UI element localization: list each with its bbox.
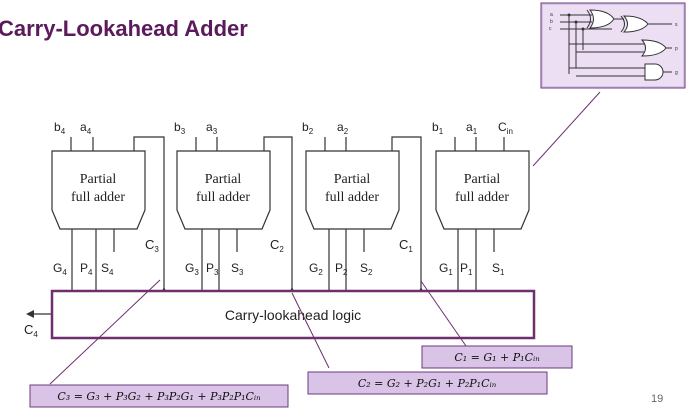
input-cin-label: Cin: [498, 120, 513, 136]
equation-c1-box: C₁ = G₁ + P₁Cᵢₙ: [421, 345, 573, 369]
partial-full-adder-1: Partial full adder: [435, 150, 530, 230]
inset-connector: [532, 91, 601, 167]
equation-c3-box: C₃ = G₃ + P₃G₂ + P₃P₂G₁ + P₃P₂P₁Cᵢₙ: [29, 384, 289, 408]
input-b2-label: b2: [302, 120, 314, 136]
wiring: [26, 136, 505, 318]
carry-c4-label: C4: [24, 322, 38, 339]
adder-label-line2: full adder: [325, 190, 379, 205]
input-b4-label: b4: [54, 120, 66, 136]
output-g4-label: G4: [53, 261, 67, 277]
xor-gate-icon: [622, 15, 649, 33]
adder-label-line1: Partial: [205, 172, 242, 187]
adder-label-line2: full adder: [455, 190, 509, 205]
partial-full-adder-2: Partial full adder: [305, 150, 400, 230]
equation-c3: C₃ = G₃ + P₃G₂ + P₃P₂G₁ + P₃P₂P₁Cᵢₙ: [57, 390, 260, 403]
equation-c2: C₂ = G₂ + P₂G₁ + P₂P₁Cᵢₙ: [358, 377, 496, 390]
and-gate-icon: [644, 63, 664, 81]
input-a2-label: a2: [337, 120, 349, 136]
adder-label-line1: Partial: [80, 172, 117, 187]
output-p1-label: P1: [460, 261, 473, 277]
output-p3-label: P3: [206, 261, 219, 277]
output-s4-label: S4: [101, 261, 114, 277]
output-g1-label: G1: [439, 261, 453, 277]
svg-text:p: p: [675, 46, 678, 52]
input-a4-label: a4: [80, 120, 92, 136]
output-p2-label: P2: [335, 261, 348, 277]
svg-text:c: c: [549, 26, 552, 32]
output-s2-label: S2: [360, 261, 373, 277]
gate-inset: abc s p g: [540, 2, 686, 89]
output-labels: G4 P4 S4 G3 P3 S3 G2 P2 S2 G1 P1 S1: [53, 261, 505, 277]
input-a1-label: a1: [466, 120, 478, 136]
output-s3-label: S3: [231, 261, 244, 277]
svg-text:g: g: [675, 70, 678, 76]
output-p4-label: P4: [80, 261, 93, 277]
xor-gate-icon: [588, 9, 615, 29]
adder-label-line2: full adder: [196, 190, 250, 205]
carry-c3-label: C3: [145, 237, 159, 254]
output-s1-label: S1: [492, 261, 505, 277]
input-b1-label: b1: [432, 120, 444, 136]
svg-text:s: s: [675, 22, 678, 28]
carry-c2-label: C2: [270, 237, 284, 254]
carry-lookahead-logic: Carry-lookahead logic: [50, 289, 536, 340]
carry-labels: C3 C2 C1 C4: [24, 237, 413, 339]
output-g2-label: G2: [309, 261, 323, 277]
partial-full-adder-3: Partial full adder: [176, 150, 271, 230]
svg-text:a: a: [550, 12, 553, 18]
or-gate-icon: [640, 39, 667, 57]
page-title: Carry-Lookahead Adder: [0, 16, 248, 41]
equation-c1: C₁ = G₁ + P₁Cᵢₙ: [454, 351, 539, 364]
adder-blocks: Partial full adder Partial full adder Pa…: [51, 150, 530, 230]
partial-full-adder-4: Partial full adder: [51, 150, 146, 230]
input-a3-label: a3: [206, 120, 218, 136]
input-b3-label: b3: [174, 120, 186, 136]
page-number: 19: [651, 393, 663, 405]
equation-connectors: [49, 279, 467, 385]
input-labels: b4 a4 b3 a3 b2 a2 b1 a1 Cin: [54, 120, 513, 136]
adder-label-line2: full adder: [71, 190, 125, 205]
output-g3-label: G3: [185, 261, 199, 277]
adder-label-line1: Partial: [464, 172, 501, 187]
adder-label-line1: Partial: [334, 172, 371, 187]
equation-c2-box: C₂ = G₂ + P₂G₁ + P₂P₁Cᵢₙ: [307, 371, 548, 395]
svg-text:b: b: [550, 19, 553, 25]
logic-label: Carry-lookahead logic: [225, 307, 361, 323]
carry-c1-label: C1: [399, 237, 413, 254]
